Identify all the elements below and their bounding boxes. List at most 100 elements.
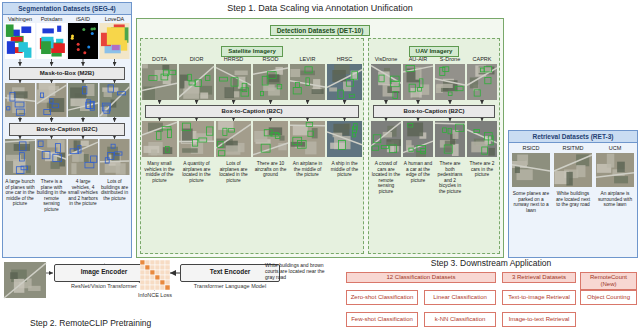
box-text: Linear Classification <box>427 294 493 301</box>
task-box: Linear Classification <box>424 290 496 305</box>
conversion-bar: Box-to-Caption (B2C) <box>9 123 125 136</box>
panel-header: Retrieval Datasets (RET-3) <box>509 131 637 143</box>
grid-cell <box>155 260 160 265</box>
thumbnail-image <box>68 23 98 59</box>
dataset-name: AU-AIR <box>403 56 433 62</box>
thumbnail-image <box>554 153 592 187</box>
caption-text: Many small vehicles in the middle of the… <box>142 161 177 183</box>
conversion-bar: Mask-to-Box (M2B) <box>9 67 125 80</box>
thumbnail-image <box>100 139 130 175</box>
dataset-name: RSITMD <box>554 145 592 151</box>
grid-cell <box>165 270 170 275</box>
flow-arrow <box>83 117 84 122</box>
thumbnail-image <box>5 23 35 59</box>
connector-arrow <box>170 273 180 274</box>
task-box: Few-shot Classification <box>346 312 418 327</box>
thumbnail-image <box>5 139 35 175</box>
grid-cell <box>145 285 150 290</box>
flow-arrow <box>83 59 84 66</box>
grid-cell <box>140 260 145 265</box>
step-label: Step 2. RemoteCLIP Pretraining <box>30 319 220 329</box>
panel-fill <box>508 130 638 258</box>
dataset-name: Potsdam <box>37 16 67 22</box>
thumbnail-image <box>290 121 325 157</box>
thumbnail-image <box>435 121 465 157</box>
thumbnail-image <box>216 121 251 157</box>
example-caption: White buildings and brown courts are loc… <box>265 263 335 280</box>
task-header: RemoteCount (New) <box>580 272 637 290</box>
imagery-panel: Box-to-Caption (B2C)Satellite Imagery <box>140 38 364 254</box>
flow-arrow <box>20 59 21 66</box>
flow-arrow <box>114 59 115 66</box>
thumbnail-image <box>216 64 251 100</box>
flow-arrow <box>114 117 115 122</box>
grid-cell <box>140 265 145 270</box>
grid-cell <box>140 285 145 290</box>
dataset-name: LEVIR <box>290 56 325 62</box>
box-text: k-NN Classification <box>427 316 493 323</box>
box-text: Zero-shot Classification <box>349 294 415 301</box>
box-text: Mask-to-Box (M2B) <box>12 70 122 77</box>
thumbnail-image <box>403 64 433 100</box>
grid-cell <box>165 275 170 280</box>
caption-text: There are 10 aircrafts on the ground <box>253 161 288 178</box>
grid-cell <box>145 275 150 280</box>
caption-text: There are both pedestrians and 2 bicycle… <box>435 161 465 194</box>
thumbnail-image <box>435 64 465 100</box>
grid-cell <box>150 270 155 275</box>
grid-cell <box>165 285 170 290</box>
thumbnail-image <box>68 139 98 175</box>
flow-arrow <box>46 273 53 274</box>
caption-text: Lots of buildings are distributed in the… <box>100 179 130 201</box>
box-text: 12 Classification Datasets <box>349 274 493 281</box>
thumbnail-image <box>68 83 98 117</box>
caption-text: 4 large vehicles, 4 small vehicles and 2… <box>68 179 98 207</box>
thumbnail-image <box>179 121 214 157</box>
box-text: Box-to-Caption (B2C) <box>376 108 492 115</box>
grid-cell <box>140 270 145 275</box>
dataset-name: DOTA <box>142 56 177 62</box>
thumbnail-image <box>253 121 288 157</box>
flow-arrow <box>418 100 419 104</box>
grid-cell <box>145 265 150 270</box>
box-text: Box-to-Caption (B2C) <box>148 108 356 115</box>
panel-header: UAV Imagery <box>409 46 460 57</box>
grid-cell <box>160 275 165 280</box>
caption-text: White buildings are located next to the … <box>554 191 592 208</box>
conversion-bar: Box-to-Caption (B2C) <box>373 105 495 118</box>
grid-cell <box>155 275 160 280</box>
flow-arrow <box>20 117 21 122</box>
box-text: 3 Retrieval Datasets <box>505 274 573 281</box>
imagery-panel: Box-to-Caption (B2C) UAV Imagery <box>368 38 500 254</box>
box-text: Object Counting <box>583 294 634 301</box>
grid-cell <box>165 280 170 285</box>
flow-arrow <box>270 100 271 104</box>
thumbnail-image <box>371 121 401 157</box>
caption-text: A ship in the middle of the picture <box>327 161 362 178</box>
grid-cell <box>150 260 155 265</box>
panel-fill <box>2 2 132 258</box>
encoder-subtitle: Transformer Language Model <box>159 283 301 289</box>
caption-text: Lots of airplanes are located in the pic… <box>216 161 251 183</box>
similarity-matrix: InfoNCE Loss <box>140 260 170 290</box>
dataset-name: Vaihingen <box>5 16 35 22</box>
similarity-grid <box>140 260 170 290</box>
caption-text: A crowd of cars are located in the remot… <box>371 161 401 194</box>
grid-cell <box>145 280 150 285</box>
thumbnail-image <box>37 83 67 117</box>
thumbnail-image <box>371 64 401 100</box>
step-label: Step 3. Downstream Application <box>346 259 636 269</box>
grid-cell <box>160 260 165 265</box>
thumbnail-image <box>100 83 130 117</box>
dataset-name: RSICD <box>512 145 550 151</box>
grid-cell <box>160 270 165 275</box>
panel-header: Segmentation Datasets (SEG-4) <box>3 3 131 15</box>
thumbnail-image <box>179 64 214 100</box>
box-text: Few-shot Classification <box>349 316 415 323</box>
thumbnail-image <box>512 153 550 187</box>
flow-arrow <box>233 100 234 104</box>
dataset-name: VisDrone <box>371 56 401 62</box>
grid-cell <box>140 280 145 285</box>
caption-text: An airplane in the middle of the picture <box>290 161 325 178</box>
